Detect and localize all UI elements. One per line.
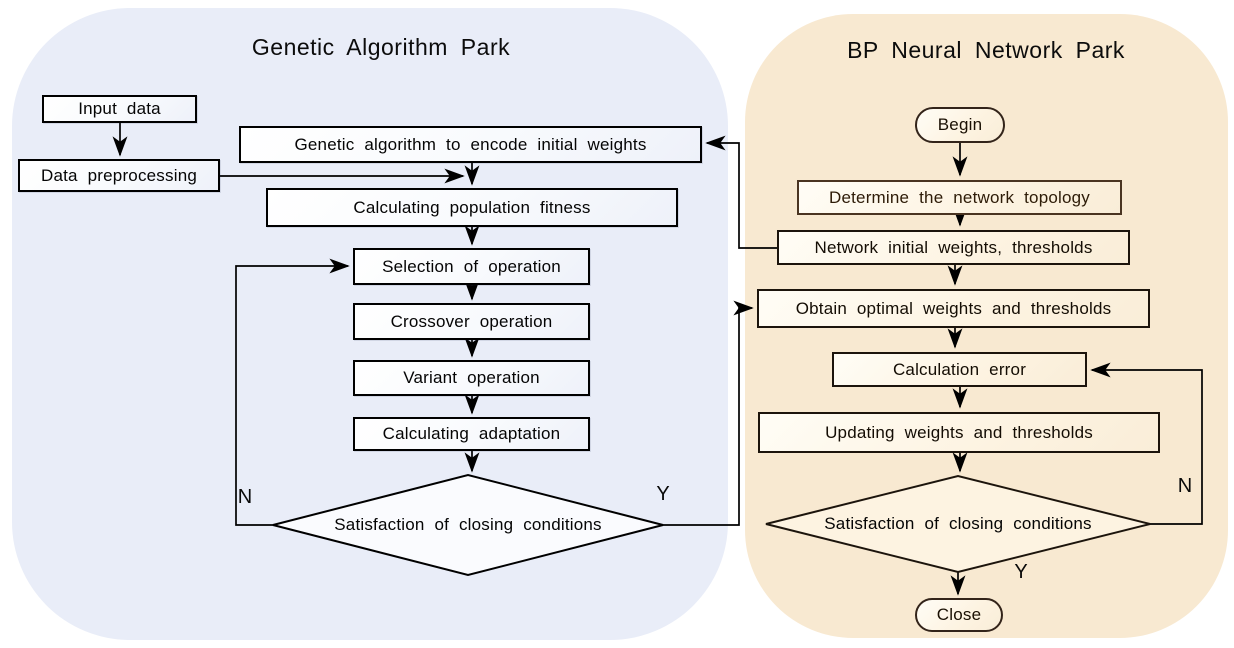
node-selection-of-operation: Selection of operation	[353, 248, 590, 285]
node-input-data: Input data	[42, 95, 197, 123]
node-network-initial-weights-thresholds: Network initial weights, thresholds	[777, 230, 1130, 265]
node-data-preprocessing: Data preprocessing	[18, 159, 220, 192]
node-calculating-population-fitness: Calculating population fitness	[266, 188, 678, 227]
left-branch-yes-label: Y	[656, 483, 670, 505]
right-panel-title: BP Neural Network Park	[847, 37, 1125, 63]
node-begin: Begin	[915, 107, 1005, 143]
left-panel-title: Genetic Algorithm Park	[251, 34, 511, 60]
node-variant-operation: Variant operation	[353, 360, 590, 396]
right-branch-yes-label: Y	[1014, 561, 1028, 583]
node-close: Close	[915, 598, 1003, 632]
node-calculation-error: Calculation error	[832, 352, 1087, 387]
node-crossover-operation: Crossover operation	[353, 303, 590, 340]
node-encode-initial-weights: Genetic algorithm to encode initial weig…	[239, 126, 702, 163]
node-obtain-optimal-weights-thresholds: Obtain optimal weights and thresholds	[757, 289, 1150, 328]
node-updating-weights-thresholds: Updating weights and thresholds	[758, 412, 1160, 453]
left-branch-no-label: N	[237, 486, 253, 508]
right-decision-label: Satisfaction of closing conditions	[824, 514, 1092, 533]
right-branch-no-label: N	[1177, 475, 1193, 497]
node-determine-network-topology: Determine the network topology	[797, 180, 1122, 215]
left-decision-label: Satisfaction of closing conditions	[334, 515, 602, 534]
node-calculating-adaptation: Calculating adaptation	[353, 417, 590, 451]
